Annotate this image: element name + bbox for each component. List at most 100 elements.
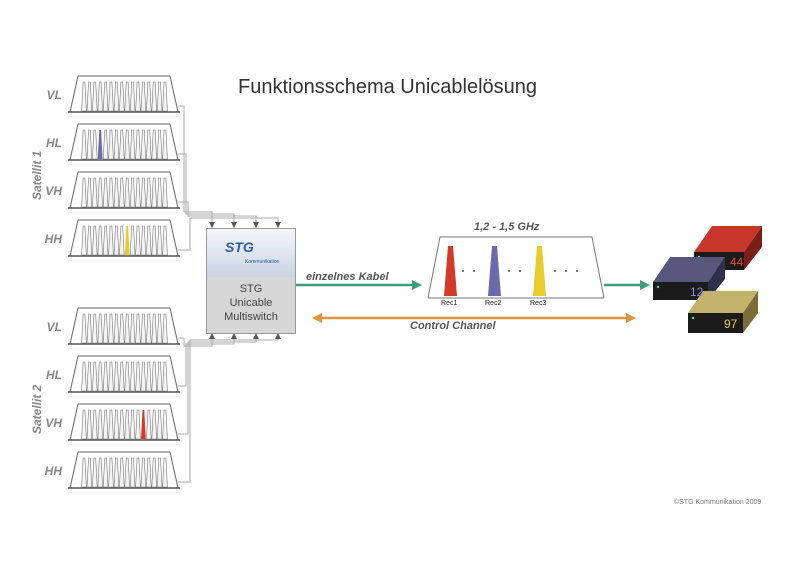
unicable-multiswitch: STG Kommunikation STG Unicable Multiswit… (206, 228, 296, 334)
carrier (135, 457, 141, 488)
carrier (135, 225, 141, 256)
carrier (119, 361, 125, 392)
carrier (156, 361, 163, 392)
carrier (156, 313, 163, 344)
carrier (102, 313, 109, 344)
band-label-sat1-vh: VH (45, 184, 62, 198)
carrier (97, 81, 103, 112)
carrier (119, 177, 125, 208)
stg-logo-subtitle: Kommunikation (245, 259, 280, 265)
carrier (113, 129, 120, 160)
carrier (135, 177, 141, 208)
control-arrowhead-right (626, 313, 636, 323)
carrier (86, 313, 93, 344)
carrier (146, 177, 152, 208)
carrier (162, 409, 168, 440)
copyright: ©STG Kommunikation 2009 (674, 499, 762, 506)
band-label-sat2-hl: HL (46, 368, 62, 382)
carrier (140, 313, 147, 344)
carrier (97, 177, 103, 208)
carrier (146, 361, 152, 392)
carrier (135, 129, 141, 160)
carrier (119, 409, 125, 440)
set-top-box-red-display: 44 (730, 255, 744, 269)
carrier (162, 457, 168, 488)
band-spectrum-sat2-hl (68, 355, 180, 393)
carrier (135, 313, 141, 344)
carrier (156, 129, 163, 160)
carrier (92, 457, 98, 488)
carrier (129, 177, 136, 208)
carrier (108, 457, 114, 488)
carrier (86, 409, 93, 440)
frequency-spectrum-outline (427, 236, 605, 299)
carrier (113, 361, 120, 392)
carrier (102, 409, 109, 440)
set-top-box-yellow (688, 291, 758, 333)
carrier (92, 313, 98, 344)
spectrum-ellipsis (462, 270, 578, 272)
carrier (102, 225, 109, 256)
carrier (92, 177, 98, 208)
switch-line-1: STG (239, 283, 263, 295)
carrier (140, 225, 147, 256)
carrier (140, 457, 147, 488)
set-top-box-blue (653, 257, 725, 300)
carrier (124, 409, 130, 440)
carrier (135, 409, 141, 440)
carrier (146, 225, 152, 256)
carrier (156, 225, 163, 256)
carrier (86, 177, 93, 208)
carrier (108, 361, 114, 392)
carrier (97, 457, 103, 488)
carrier (86, 225, 93, 256)
switch-line-2: Unicable (229, 297, 273, 309)
switch-line-3: Multiswitch (224, 311, 278, 323)
cable-label: einzelnes Kabel (306, 271, 389, 283)
carrier (119, 457, 125, 488)
carrier (119, 129, 125, 160)
carrier (108, 225, 114, 256)
carrier (151, 409, 157, 440)
carrier (156, 457, 163, 488)
carrier (81, 225, 87, 256)
band-spectrum-sat1-vh (68, 171, 180, 209)
carrier (124, 177, 130, 208)
carrier (140, 177, 147, 208)
carrier (151, 225, 157, 256)
band-spectrum-sat1-vl (68, 75, 180, 113)
carrier (108, 129, 114, 160)
band-spectrum-sat2-hh (68, 451, 180, 489)
carrier (102, 177, 109, 208)
carrier (124, 81, 130, 112)
carrier (92, 225, 98, 256)
carrier (146, 457, 152, 488)
carrier (119, 81, 125, 112)
band-label-sat2-hh: HH (44, 464, 62, 478)
carrier (162, 313, 168, 344)
carrier (97, 409, 103, 440)
carrier (162, 177, 168, 208)
carrier (146, 129, 152, 160)
carrier (151, 313, 157, 344)
band-label-sat1-hh: HH (44, 232, 62, 246)
rec2-carrier (488, 246, 501, 296)
carrier (151, 129, 157, 160)
carrier (92, 409, 98, 440)
carrier (92, 129, 98, 160)
carrier (86, 129, 93, 160)
carrier (124, 361, 130, 392)
carrier (129, 409, 136, 440)
carrier (124, 129, 130, 160)
carrier (97, 225, 103, 256)
carrier (113, 313, 120, 344)
carrier (108, 81, 114, 112)
carrier (81, 177, 87, 208)
control-channel-label: Control Channel (410, 320, 496, 332)
carrier (113, 177, 120, 208)
band-spectrum-sat1-hh (68, 219, 180, 257)
carrier (81, 361, 87, 392)
switch-logo-panel (207, 229, 295, 277)
carrier (129, 361, 136, 392)
carrier (140, 81, 147, 112)
